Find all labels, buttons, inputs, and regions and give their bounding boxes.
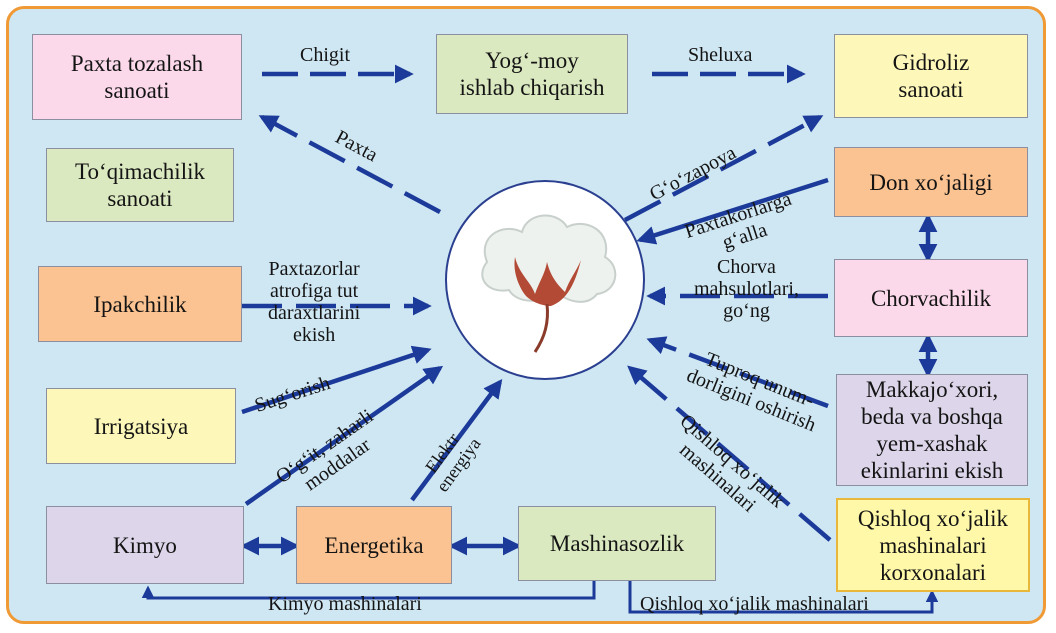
box-makkajoxori: Makkajo‘xori, beda va boshqa yem-xashak … <box>836 374 1028 486</box>
box-energetika: Energetika <box>296 506 452 584</box>
label-qishloq-mashinalari-bottom: Qishloq xo‘jalik mashinalari <box>640 593 869 615</box>
arrow-gozapoya <box>623 115 824 222</box>
label-kimyo-mashinalari: Kimyo mashinalari <box>268 593 422 615</box>
box-mashinasozlik: Mashinasozlik <box>518 506 716 581</box>
cotton-circle <box>445 180 645 380</box>
label-paxtazorlar: Paxtazorlar atrofiga tut daraxtlarini ek… <box>268 258 361 346</box>
box-kimyo: Kimyo <box>46 506 244 584</box>
box-chorvachilik: Chorvachilik <box>834 259 1028 337</box>
arrow-elektr <box>410 378 503 502</box>
arrow-tuproq <box>646 336 829 409</box>
arrow-paxtakorlarga-galla <box>636 177 829 245</box>
label-chigit: Chigit <box>300 44 351 66</box>
box-gidroliz: Gidroliz sanoati <box>834 34 1028 118</box>
box-paxta-tozalash: Paxta tozalash sanoati <box>32 34 242 120</box>
arrow-ogit <box>244 365 444 506</box>
arrow-paxta <box>258 115 442 214</box>
box-toqimachilik: To‘qimachilik sanoati <box>46 148 234 222</box>
box-yog-moy: Yog‘-moy ishlab chiqarish <box>436 34 628 114</box>
label-chorva-mahsulotlari: Chorva mahsulotlari, go‘ng <box>694 256 799 322</box>
label-sheluxa: Sheluxa <box>688 44 753 66</box>
box-qishloq-korxonalari: Qishloq xo‘jalik mashinalari korxonalari <box>836 498 1030 592</box>
cotton-boll-icon <box>481 214 617 353</box>
arrow-kimyo-mashinalari <box>141 581 596 600</box>
box-don: Don xo‘jaligi <box>834 147 1028 217</box>
arrow-qishloq-bottom <box>628 581 939 614</box>
arrow-sugorish <box>241 345 432 415</box>
arrow-qishloq-diag <box>627 365 832 542</box>
box-ipakchilik: Ipakchilik <box>38 266 242 342</box>
box-irrigatsiya: Irrigatsiya <box>46 388 236 464</box>
